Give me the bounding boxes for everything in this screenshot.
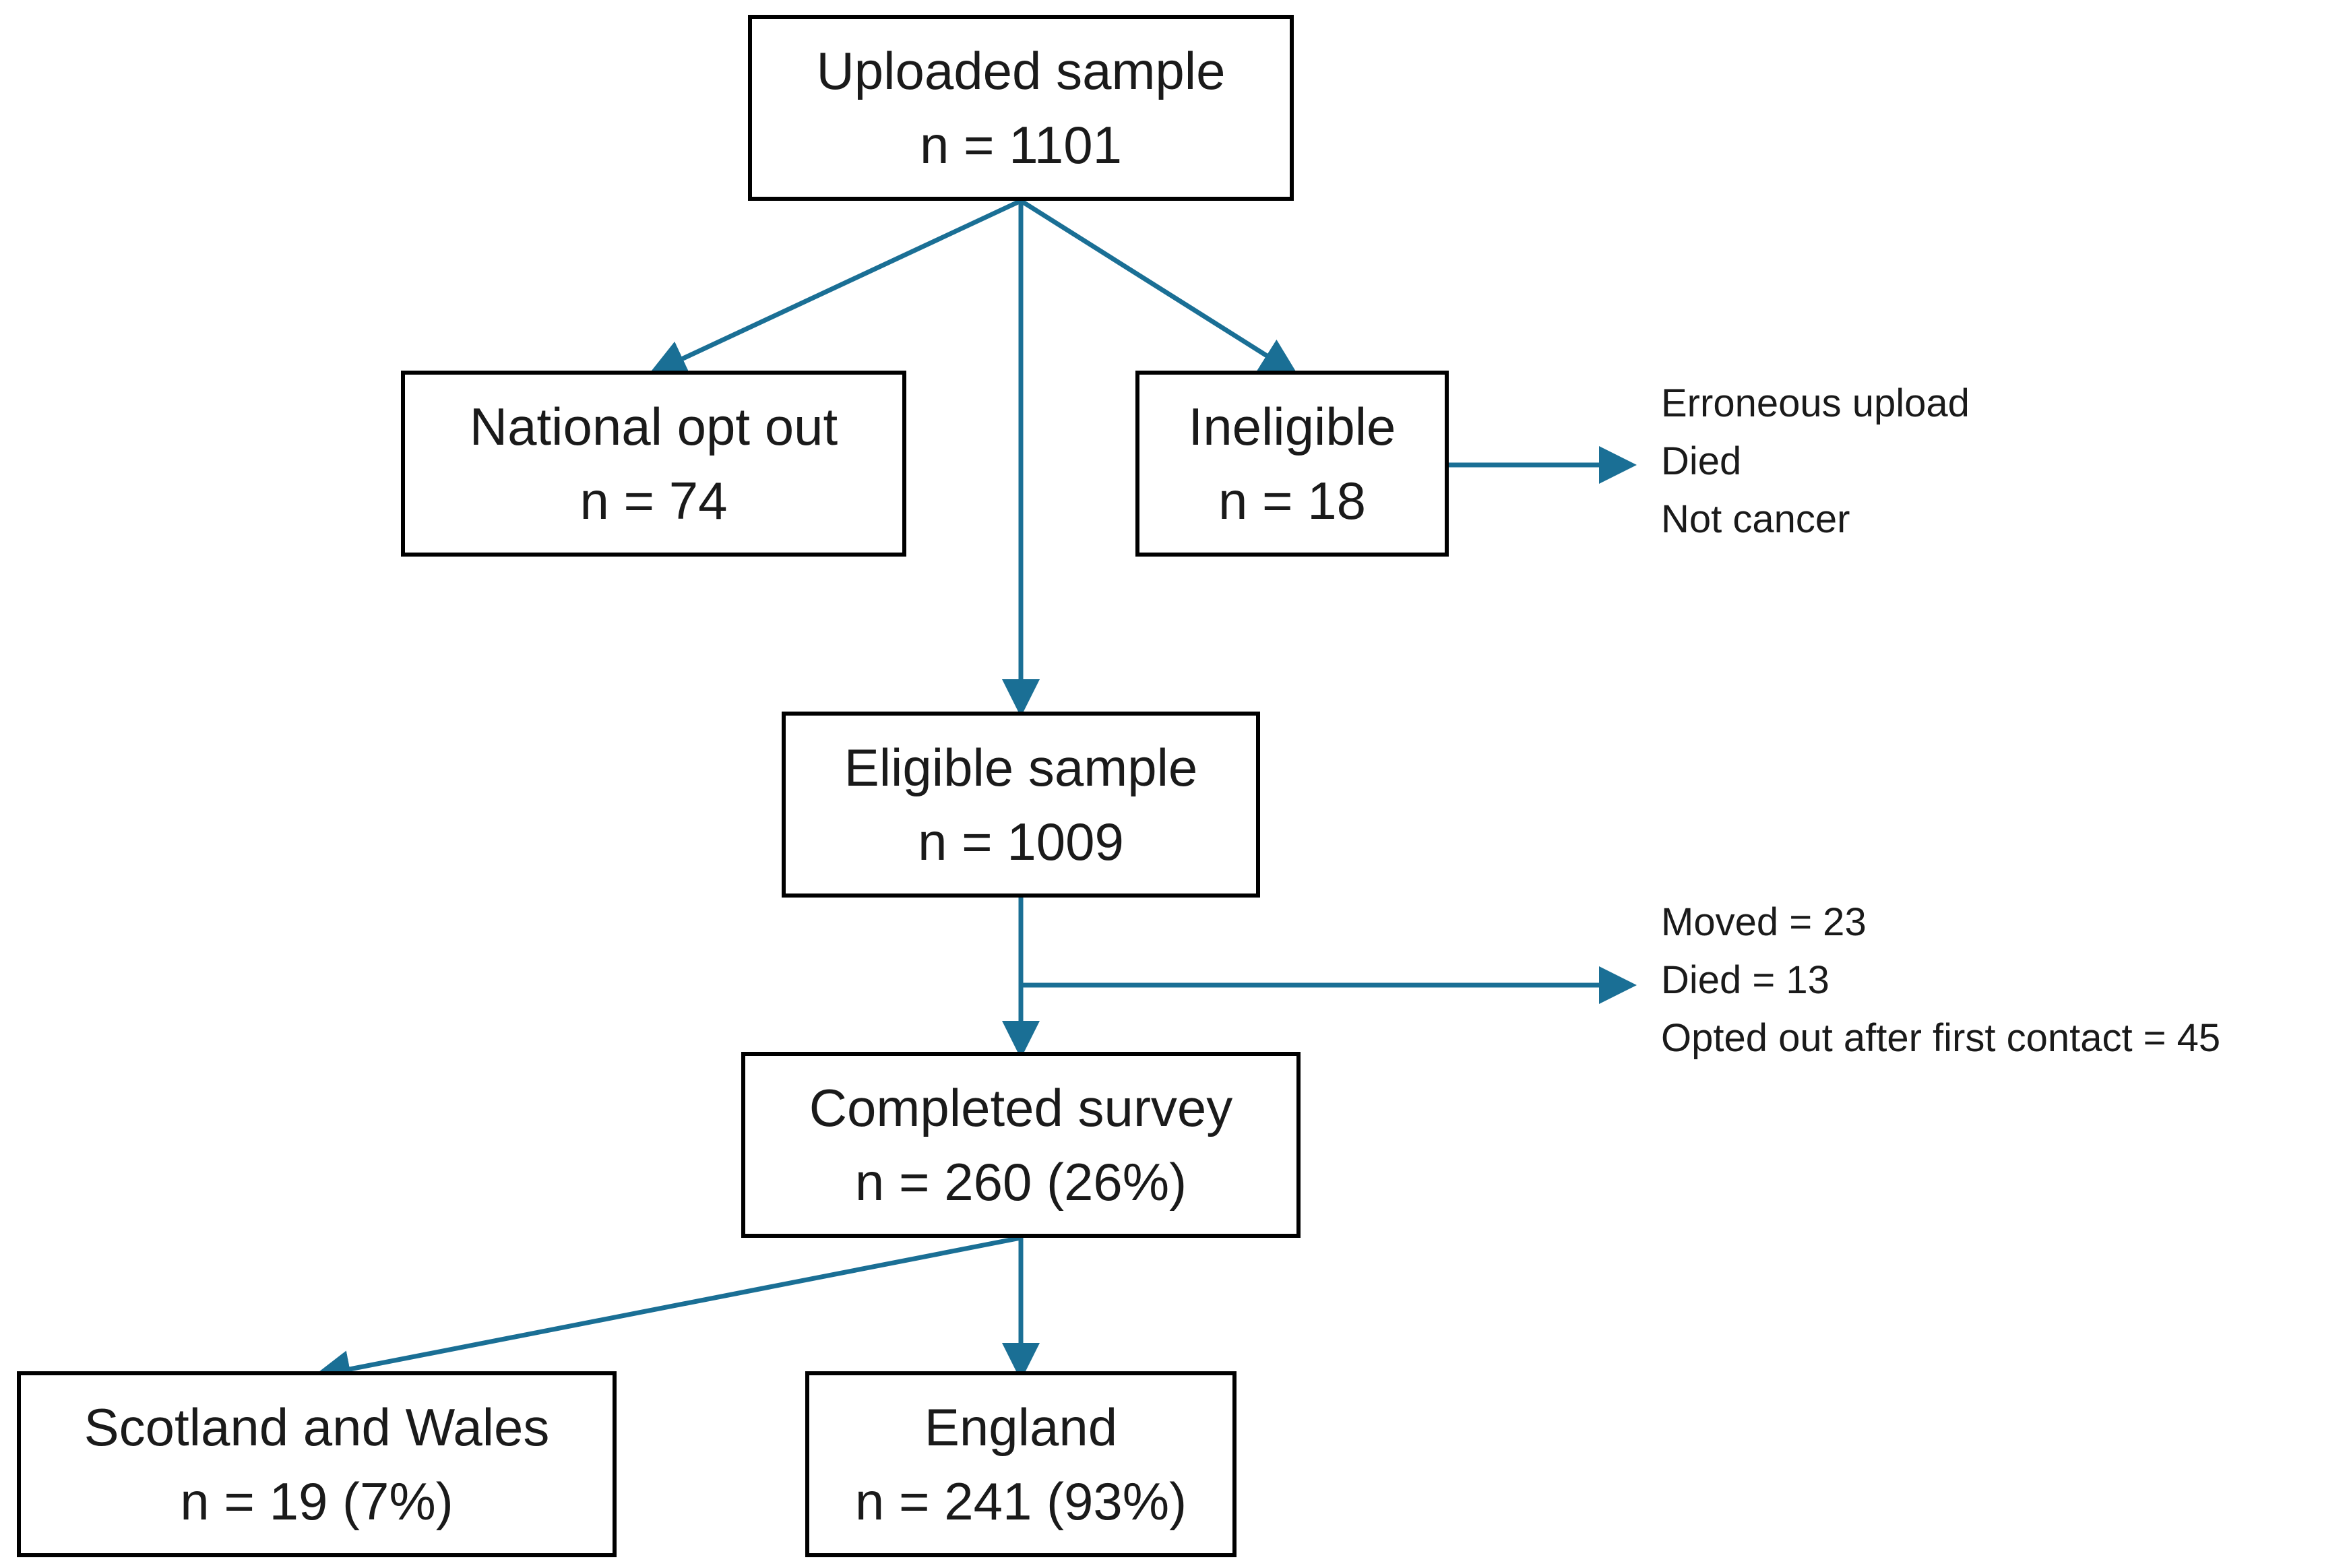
england-box: England n = 241 (93%)	[805, 1371, 1237, 1557]
exclusion-item: Opted out after first contact = 45	[1661, 1016, 2221, 1060]
exclusion-item: Moved = 23	[1661, 900, 1867, 944]
ineligible-reasons-list: Erroneous upload Died Not cancer	[1661, 375, 1970, 548]
arrow-to-scotland-wales	[313, 1235, 1022, 1388]
national-opt-out-title: National opt out	[469, 397, 838, 456]
ineligible-reason: Not cancer	[1661, 497, 1850, 541]
arrow-to-opt-out	[648, 198, 1022, 376]
scotland-wales-count: n = 19 (7%)	[180, 1472, 453, 1531]
eligible-sample-count: n = 1009	[918, 812, 1124, 871]
scotland-wales-title: Scotland and Wales	[84, 1398, 550, 1457]
england-title: England	[924, 1398, 1118, 1457]
scotland-wales-box: Scotland and Wales n = 19 (7%)	[17, 1371, 617, 1557]
completed-survey-title: Completed survey	[809, 1078, 1233, 1137]
ineligible-box: Ineligible n = 18	[1135, 371, 1449, 557]
ineligible-reason: Died	[1661, 439, 1742, 483]
uploaded-sample-box: Uploaded sample n = 1101	[748, 15, 1294, 201]
england-count: n = 241 (93%)	[854, 1472, 1187, 1531]
exclusion-item: Died = 13	[1661, 958, 1829, 1002]
eligible-sample-title: Eligible sample	[844, 738, 1198, 797]
completed-survey-count: n = 260 (26%)	[854, 1152, 1187, 1212]
ineligible-count: n = 18	[1218, 471, 1367, 530]
arrow-to-ineligible	[1020, 199, 1298, 376]
completed-survey-box: Completed survey n = 260 (26%)	[741, 1052, 1301, 1238]
national-opt-out-count: n = 74	[580, 471, 728, 530]
exclusions-list: Moved = 23 Died = 13 Opted out after fir…	[1661, 893, 2220, 1067]
uploaded-sample-count: n = 1101	[919, 115, 1122, 175]
national-opt-out-box: National opt out n = 74	[401, 371, 906, 557]
ineligible-reason: Erroneous upload	[1661, 381, 1970, 425]
eligible-sample-box: Eligible sample n = 1009	[782, 712, 1260, 898]
uploaded-sample-title: Uploaded sample	[816, 41, 1226, 100]
ineligible-title: Ineligible	[1188, 397, 1396, 456]
